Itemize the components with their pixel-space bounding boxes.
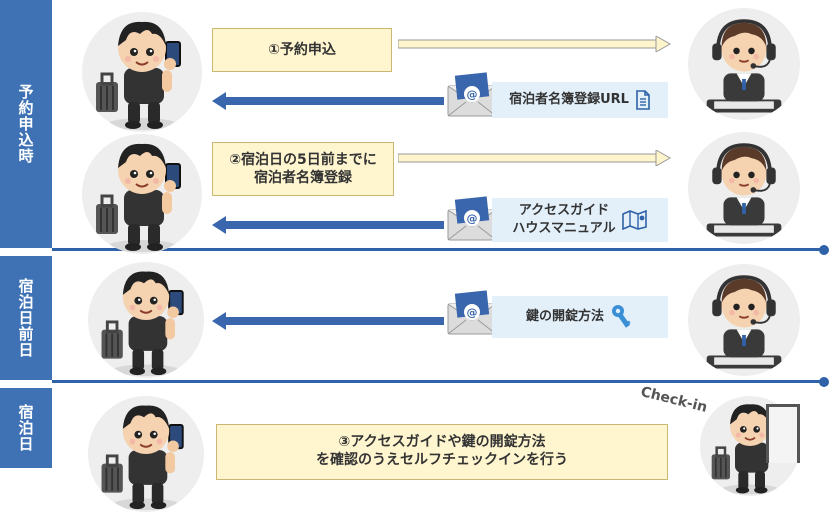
guest-avatar	[82, 134, 202, 254]
arrow-to-guest	[212, 216, 444, 234]
host-avatar	[688, 264, 800, 376]
guest-avatar	[82, 12, 202, 132]
arrow-to-guest	[212, 312, 444, 330]
section-label-stay-day: 宿泊日	[0, 388, 52, 468]
document-icon	[636, 90, 650, 110]
guest-avatar	[88, 262, 204, 378]
key-unlock-box: 鍵の開錠方法	[492, 296, 668, 338]
registration-url-label: 宿泊者名簿登録URL	[509, 92, 629, 108]
section-divider	[52, 380, 824, 383]
key-unlock-label: 鍵の開錠方法	[525, 309, 604, 325]
host-avatar	[688, 8, 800, 120]
step-text-line: ③アクセスガイドや鍵の開錠方法	[338, 434, 546, 450]
step-text-line: を確認のうえセルフチェックインを行う	[316, 452, 568, 469]
divider-dot	[819, 377, 829, 387]
section-label-day-before: 宿泊日前日	[0, 256, 52, 380]
step-registration-box: ②宿泊日の5日前までに 宿泊者名簿登録	[212, 142, 394, 196]
access-guide-label: アクセスガイド	[518, 203, 610, 219]
arrow-to-host	[398, 36, 672, 52]
step-checkin-box: ③アクセスガイドや鍵の開錠方法 を確認のうえセルフチェックインを行う	[216, 424, 668, 480]
step-text: ①予約申込	[268, 41, 336, 58]
section-divider	[52, 248, 824, 251]
envelope-icon	[446, 196, 498, 242]
step-text-line: 宿泊者名簿登録	[254, 170, 352, 186]
host-avatar	[688, 132, 800, 244]
section-label-text: 宿泊日	[16, 404, 35, 452]
arrow-to-guest	[212, 92, 444, 110]
registration-url-box: 宿泊者名簿登録URL	[492, 82, 668, 118]
access-guide-box: アクセスガイド ハウスマニュアル	[492, 198, 668, 242]
door-icon	[766, 404, 800, 463]
map-icon	[621, 210, 647, 230]
house-manual-label: ハウスマニュアル	[512, 221, 616, 236]
envelope-icon	[446, 290, 498, 336]
guest-avatar	[88, 396, 204, 512]
section-label-reservation: 予約申込時	[0, 0, 52, 248]
key-icon	[612, 305, 631, 328]
step-reservation-box: ①予約申込	[212, 28, 392, 72]
section-label-text: 宿泊日前日	[16, 278, 35, 358]
divider-dot	[819, 245, 829, 255]
section-label-text: 予約申込時	[16, 84, 35, 164]
checkin-label: Check-in	[639, 384, 709, 416]
arrow-to-host	[398, 150, 672, 166]
step-text-line: ②宿泊日の5日前までに	[229, 151, 377, 168]
envelope-icon	[446, 72, 498, 118]
